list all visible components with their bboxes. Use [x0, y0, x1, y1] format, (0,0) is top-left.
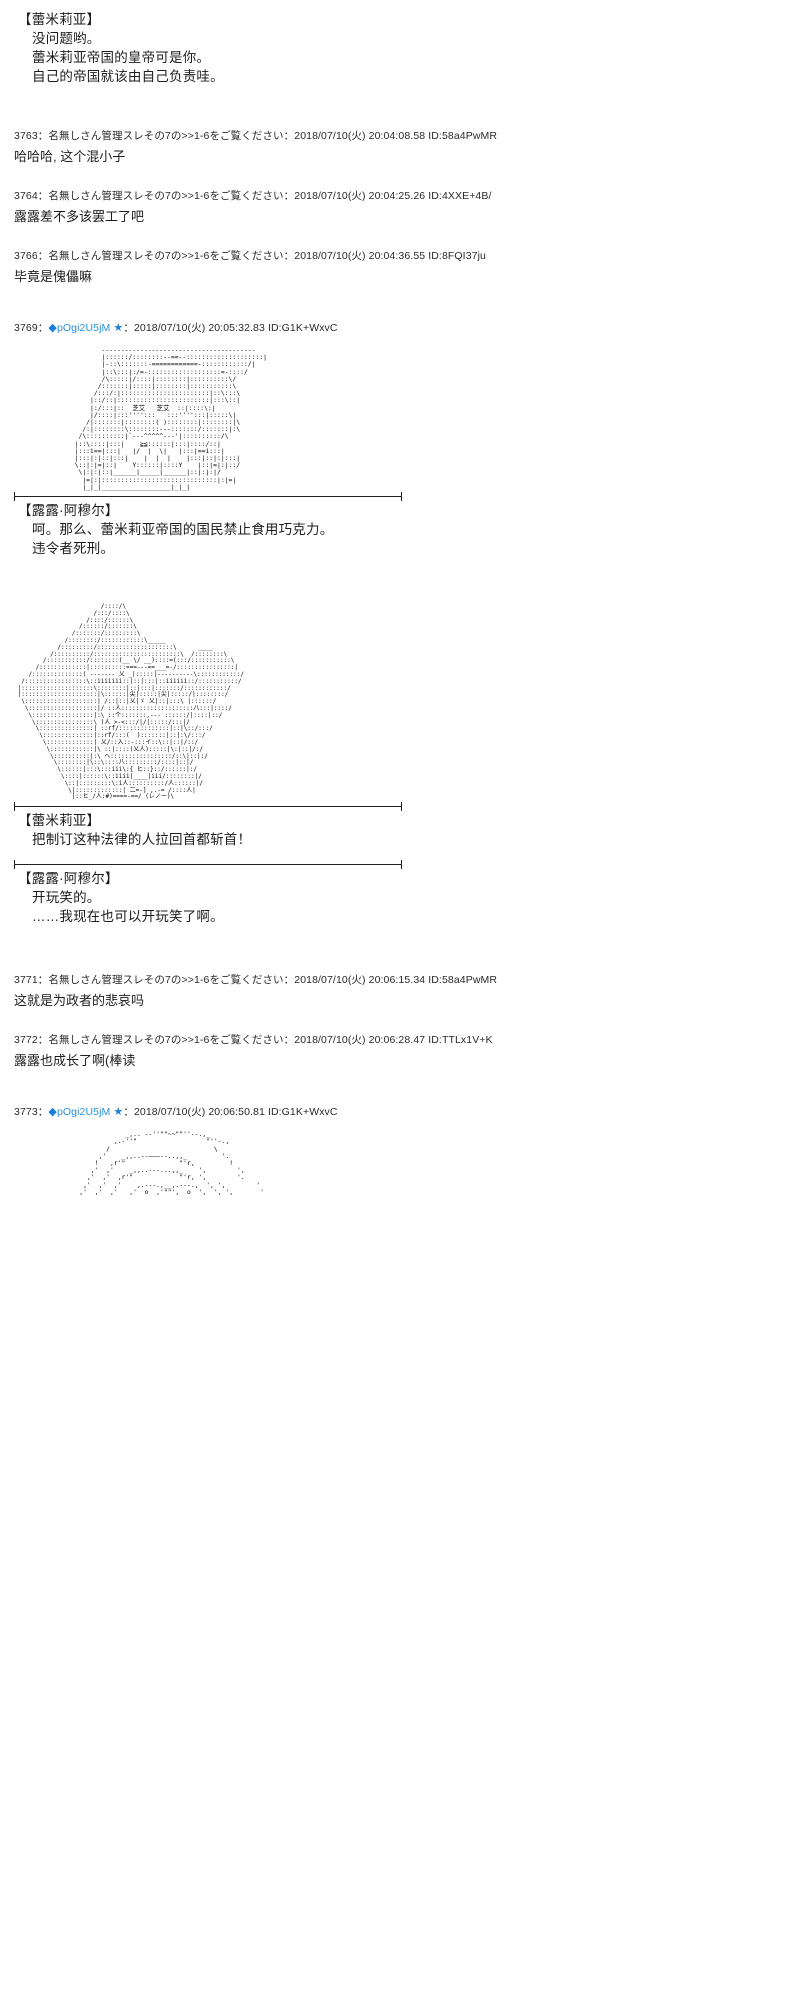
post-handle: 名無しさん管理スレその7の>>1-6をご覧ください — [48, 974, 284, 987]
star-icon: ★ — [113, 322, 124, 334]
spacer — [0, 1070, 800, 1104]
speech-block-luluamour-1: 【露露·阿穆尔】 呵。那么、蕾米莉亚帝国的国民禁止食用巧克力。 违令者死刑。 — [18, 501, 800, 558]
post-number[interactable]: 3766 — [14, 250, 38, 262]
speech-line: 蕾米莉亚帝国的皇帝可是你。 — [32, 50, 211, 65]
post-number[interactable]: 3772 — [14, 1034, 38, 1047]
post-uid: ID:58a4PwMR — [428, 974, 498, 987]
speech-block-remilia-2: 【蕾米莉亚】 把制订这种法律的人拉回首都斩首！ — [18, 811, 800, 849]
speech-line: 呵。那么、蕾米莉亚帝国的国民禁止食用巧克力。 — [32, 522, 334, 538]
post-body: 露露也成长了啊(棒读 — [14, 1053, 136, 1069]
post-number[interactable]: 3764 — [14, 190, 38, 202]
tripcode-link[interactable]: pOgi2U5jM — [56, 1106, 111, 1119]
post-handle: 名無しさん管理スレその7の>>1-6をご覧ください — [48, 250, 284, 262]
post-3766: 3766：名無しさん管理スレその7の>>1-6をご覧ください：2018/07/1… — [14, 248, 800, 286]
rule-tick-right — [401, 860, 402, 870]
post-header: 3771：名無しさん管理スレその7の>>1-6をご覧ください：2018/07/1… — [14, 974, 498, 987]
post-uid: ID:G1K+WxvC — [267, 322, 338, 334]
post-body: 哈哈哈, 这个混小子 — [14, 149, 126, 164]
post-3764: 3764：名無しさん管理スレその7の>>1-6をご覧ください：2018/07/1… — [14, 188, 800, 226]
speech-line: 自己的帝国就该由自己负责哇。 — [32, 69, 224, 84]
post-3769: 3769：◆pOgi2U5jM ★：2018/07/10(火) 20:05:32… — [14, 320, 800, 337]
rule-tick-left — [14, 492, 15, 502]
speaker-name: 【露露·阿穆尔】 — [18, 503, 119, 519]
post-handle: 名無しさん管理スレその7の>>1-6をご覧ください — [48, 1034, 284, 1047]
speech-line: 没问题哟。 — [32, 31, 101, 46]
spacer — [0, 226, 800, 248]
post-number[interactable]: 3769 — [14, 322, 38, 334]
post-handle: 名無しさん管理スレその7の>>1-6をご覧ください — [48, 190, 284, 202]
spacer — [0, 1121, 800, 1131]
post-number[interactable]: 3763 — [14, 130, 38, 142]
spacer — [0, 166, 800, 188]
rule-bar — [14, 806, 402, 808]
ascii-art-luluamour-large: /::::/\ /:::/::::\ /::::/::::::\ /::::::… — [17, 603, 244, 801]
post-body: 这就是为政者的悲哀吗 — [14, 993, 145, 1009]
spacer — [0, 558, 800, 604]
speaker-name: 【蕾米莉亚】 — [18, 12, 101, 27]
rule-tick-left — [14, 860, 15, 870]
speech-line: 违令者死刑。 — [32, 541, 115, 557]
speech-line: 开玩笑的。 — [32, 890, 101, 906]
post-date: 2018/07/10(火) 20:04:36.55 — [294, 250, 426, 262]
rule-bar — [14, 864, 402, 866]
post-date: 2018/07/10(火) 20:06:28.47 — [294, 1034, 426, 1047]
post-3772: 3772：名無しさん管理スレその7の>>1-6をご覧ください：2018/07/1… — [14, 1032, 800, 1070]
post-number[interactable]: 3771 — [14, 974, 38, 987]
ascii-art-bottom-partial: _,.. -‐''""~~""''‐-.,_ ,.-''" "''-., / \… — [79, 1131, 264, 1196]
star-icon: ★ — [113, 1106, 124, 1119]
spacer — [0, 849, 800, 859]
post-date: 2018/07/10(火) 20:06:50.81 — [133, 1106, 265, 1119]
post-body: 毕竟是傀儡嘛 — [14, 269, 93, 284]
separator-rule — [14, 859, 800, 870]
post-number[interactable]: 3773 — [14, 1106, 38, 1119]
post-date: 2018/07/10(火) 20:06:15.34 — [294, 974, 426, 987]
separator-rule — [14, 801, 800, 812]
diamond-icon: ◆ — [48, 322, 57, 334]
spacer — [0, 926, 800, 972]
speech-line: 把制订这种法律的人拉回首都斩首！ — [32, 832, 252, 848]
post-header: 3763：名無しさん管理スレその7の>>1-6をご覧ください：2018/07/1… — [14, 130, 498, 142]
speech-line: ……我现在也可以开玩笑了啊。 — [32, 909, 224, 925]
post-3773: 3773：◆pOgi2U5jM ★：2018/07/10(火) 20:06:50… — [14, 1104, 800, 1121]
rule-tick-right — [401, 802, 402, 812]
post-uid: ID:58a4PwMR — [428, 130, 498, 142]
rule-tick-left — [14, 802, 15, 812]
speaker-name: 【露露·阿穆尔】 — [18, 871, 119, 887]
post-date: 2018/07/10(火) 20:04:25.26 — [294, 190, 426, 202]
post-body: 露露差不多该罢工了吧 — [14, 209, 145, 224]
speaker-name: 【蕾米莉亚】 — [18, 813, 101, 829]
post-header: 3766：名無しさん管理スレその7の>>1-6をご覧ください：2018/07/1… — [14, 250, 486, 262]
post-3763: 3763：名無しさん管理スレその7の>>1-6をご覧ください：2018/07/1… — [14, 128, 800, 166]
post-uid: ID:8FQI37ju — [428, 250, 486, 262]
post-date: 2018/07/10(火) 20:04:08.58 — [294, 130, 426, 142]
post-uid: ID:G1K+WxvC — [267, 1106, 338, 1119]
post-3771: 3771：名無しさん管理スレその7の>>1-6をご覧ください：2018/07/1… — [14, 972, 800, 1010]
post-uid: ID:4XXE+4B/ — [428, 190, 492, 202]
post-handle: 名無しさん管理スレその7の>>1-6をご覧ください — [48, 130, 284, 142]
spacer — [0, 86, 800, 128]
speech-block-remilia-1: 【蕾米莉亚】 没问题哟。 蕾米莉亚帝国的皇帝可是你。 自己的帝国就该由自己负责哇… — [18, 10, 800, 86]
tripcode-link[interactable]: pOgi2U5jM — [56, 322, 111, 334]
ascii-art-remilia-portrait: ----------------------------------------… — [74, 346, 268, 491]
rule-bar — [14, 496, 402, 498]
post-date: 2018/07/10(火) 20:05:32.83 — [133, 322, 265, 334]
spacer — [0, 286, 800, 320]
post-header: 3764：名無しさん管理スレその7の>>1-6をご覧ください：2018/07/1… — [14, 190, 492, 202]
post-header: 3769：◆pOgi2U5jM ★：2018/07/10(火) 20:05:32… — [14, 322, 338, 334]
spacer — [0, 0, 800, 10]
post-header: 3773：◆pOgi2U5jM ★：2018/07/10(火) 20:06:50… — [14, 1106, 338, 1119]
post-uid: ID:TTLx1V+K — [428, 1034, 493, 1047]
speech-block-luluamour-2: 【露露·阿穆尔】 开玩笑的。 ……我现在也可以开玩笑了啊。 — [18, 869, 800, 926]
rule-tick-right — [401, 492, 402, 502]
spacer — [0, 1010, 800, 1032]
diamond-icon: ◆ — [48, 1106, 57, 1119]
separator-rule — [14, 491, 800, 502]
post-header: 3772：名無しさん管理スレその7の>>1-6をご覧ください：2018/07/1… — [14, 1034, 493, 1047]
